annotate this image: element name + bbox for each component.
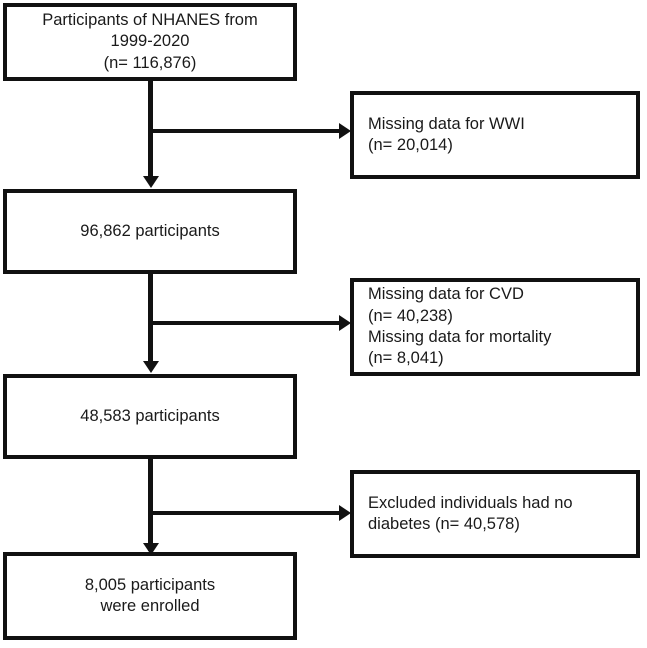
node-enrolled-text: 8,005 participants were enrolled: [84, 575, 216, 615]
connector-source-to-missing-wwi-arrowhead: [339, 123, 351, 139]
connector-source-to-missing-wwi-line: [148, 129, 342, 133]
connector-after-cvd-to-enrolled-line: [148, 459, 153, 551]
connector-after-wwi-to-after-cvd-line: [148, 274, 153, 362]
connector-after-wwi-to-missing-cvd-line: [148, 321, 342, 325]
connector-after-cvd-to-no-diabetes-arrowhead: [339, 505, 351, 521]
node-after-cvd-exclusion: 48,583 participants: [3, 374, 297, 459]
connector-source-to-after-wwi-arrowhead: [142, 176, 159, 188]
node-after-wwi-exclusion: 96,862 participants: [3, 189, 297, 274]
node-source-population-text: Participants of NHANES from 1999-2020 (n…: [42, 10, 258, 72]
node-excluded-no-diabetes: Excluded individuals had no diabetes (n=…: [350, 470, 640, 558]
connector-after-cvd-to-no-diabetes-line: [148, 511, 342, 515]
node-missing-wwi: Missing data for WWI (n= 20,014): [350, 91, 640, 179]
node-source-population: Participants of NHANES from 1999-2020 (n…: [3, 3, 297, 81]
connector-after-wwi-to-missing-cvd-arrowhead: [339, 315, 351, 331]
node-missing-cvd-mortality: Missing data for CVD (n= 40,238) Missing…: [350, 278, 640, 376]
connector-after-wwi-to-after-cvd-arrowhead: [142, 361, 159, 373]
node-missing-wwi-text: Missing data for WWI (n= 20,014): [368, 114, 525, 154]
node-missing-cvd-mortality-text: Missing data for CVD (n= 40,238) Missing…: [368, 285, 552, 368]
node-excluded-no-diabetes-text: Excluded individuals had no diabetes (n=…: [368, 493, 573, 533]
node-enrolled: 8,005 participants were enrolled: [3, 552, 297, 640]
node-after-cvd-exclusion-text: 48,583 participants: [80, 406, 220, 425]
node-after-wwi-exclusion-text: 96,862 participants: [80, 221, 220, 240]
